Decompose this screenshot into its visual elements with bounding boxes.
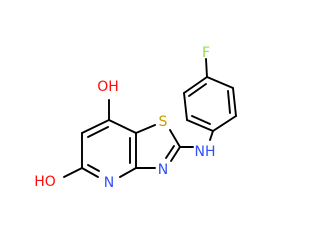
bond-c2p-c3p-inner bbox=[227, 90, 231, 114]
bond-c5-oh bbox=[63, 167, 83, 178]
bond-c3a-n4 bbox=[119, 167, 137, 178]
bond-c2-n3-inner bbox=[165, 145, 175, 159]
bond-c7-c7a bbox=[108, 119, 137, 134]
bond-s1-c2 bbox=[169, 129, 181, 148]
atom-thiazole-n: N bbox=[158, 162, 168, 178]
bond-n4-c5-inner bbox=[87, 164, 100, 172]
bond-c2p-c3p bbox=[232, 87, 237, 117]
atom-hydroxyl-top: OH bbox=[97, 79, 119, 95]
bond-n4-c5 bbox=[81, 167, 99, 178]
bond-c6p-c1p bbox=[186, 119, 214, 132]
bond-c3p-c4p bbox=[206, 76, 234, 89]
atom-fluorine: F bbox=[202, 45, 210, 61]
atom-sulfur: S bbox=[159, 114, 168, 130]
molecule-structure: F OH S NH N N HO bbox=[34, 45, 237, 191]
bond-c7a-s1 bbox=[135, 124, 156, 134]
bond-c6p-c1p-inner bbox=[191, 115, 211, 125]
bond-c4p-f bbox=[205, 58, 208, 78]
bond-c5p-c6p bbox=[183, 92, 188, 121]
bond-c2-n3 bbox=[170, 146, 181, 162]
atom-pyridine-n: N bbox=[104, 175, 114, 191]
bond-c1p-c2p bbox=[212, 115, 237, 132]
bond-c6-c7-inner bbox=[87, 126, 109, 138]
atom-amine-nh: NH bbox=[195, 144, 216, 160]
bond-nh-c1p bbox=[209, 130, 214, 141]
atom-hydroxyl-left: HO bbox=[34, 174, 56, 190]
bond-c6-c7 bbox=[81, 119, 110, 134]
structure-canvas: F OH S NH N N HO bbox=[34, 45, 237, 191]
bond-c4p-c5p bbox=[183, 76, 208, 94]
bond-c4p-c5p-inner bbox=[188, 83, 207, 97]
